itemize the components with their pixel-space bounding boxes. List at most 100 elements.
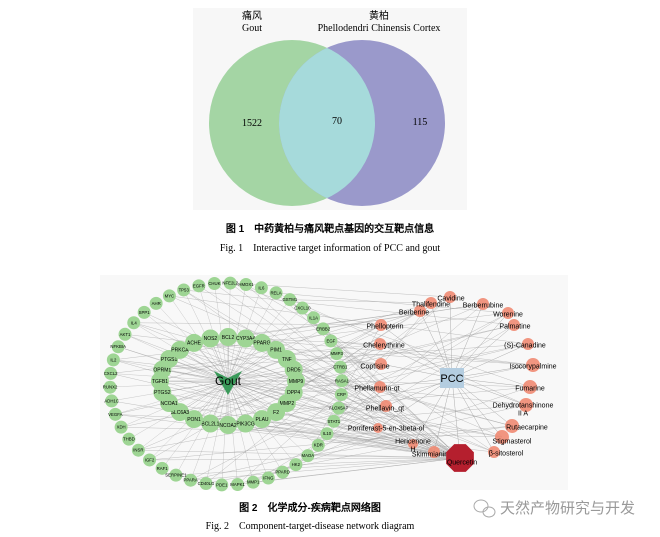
target-node[interactable] [301,449,315,463]
compound-node[interactable] [374,381,386,393]
edge [293,369,461,459]
target-node[interactable] [324,334,338,348]
target-node[interactable] [122,432,136,446]
compound-node[interactable] [502,307,514,319]
target-node[interactable] [219,328,237,346]
target-node[interactable] [335,374,349,388]
target-node[interactable] [162,289,176,303]
target-node[interactable] [332,401,346,415]
target-node[interactable] [295,301,309,315]
fig2-caption-en: Fig. 2 Component-target-disease network … [206,521,415,532]
target-node[interactable] [223,276,237,290]
target-node[interactable] [111,340,125,354]
target-node[interactable] [106,353,120,367]
target-node[interactable] [276,465,290,479]
target-node[interactable] [219,416,237,434]
compound-node[interactable] [428,446,440,458]
venn-overlap-count: 70 [332,116,342,127]
target-node[interactable] [327,414,341,428]
compound-node[interactable] [495,430,509,444]
compound-node[interactable] [505,419,519,433]
target-node-label: BCL2L1 [201,421,219,427]
compound-node[interactable] [380,400,392,412]
target-node[interactable] [108,407,122,421]
target-node[interactable] [316,322,330,336]
compound-node[interactable] [519,398,533,412]
target-node-label: IL6 [258,285,265,290]
compound-node[interactable] [414,305,426,317]
target-node[interactable] [201,329,220,348]
target-node[interactable] [137,305,151,319]
target-node[interactable] [199,476,213,490]
target-node[interactable] [104,366,118,380]
target-node-label: ADH1C [104,398,119,403]
target-node[interactable] [307,311,321,325]
compound-node[interactable] [526,358,540,372]
edge [253,457,461,483]
target-node[interactable] [253,333,271,352]
target-node[interactable] [143,453,157,467]
pcc-node[interactable] [440,368,464,388]
target-node[interactable] [201,414,220,433]
compound-node[interactable] [488,446,500,458]
compound-node[interactable] [375,358,387,370]
target-node[interactable] [103,380,117,394]
compound-node[interactable] [523,380,537,394]
target-node[interactable] [261,471,275,485]
venn-overlap [279,40,375,206]
target-node[interactable] [155,461,169,475]
target-node[interactable] [330,347,344,361]
target-node[interactable] [177,283,191,297]
compound-node[interactable] [444,291,456,303]
target-node[interactable] [149,296,163,310]
target-node[interactable] [254,281,268,295]
target-node[interactable] [239,278,253,292]
compound-node[interactable] [446,444,474,472]
target-node[interactable] [334,388,348,402]
target-node[interactable] [253,410,271,429]
target-node[interactable] [105,394,119,408]
compound-node[interactable] [522,338,534,350]
target-node[interactable] [170,340,189,359]
target-node[interactable] [289,458,303,472]
compound-node[interactable] [425,297,437,309]
target-node[interactable] [185,333,203,352]
target-node[interactable] [311,438,325,452]
target-node-label: TNF [282,357,292,363]
compound-node[interactable] [373,423,383,433]
compound-node[interactable] [477,298,489,310]
target-node[interactable] [236,329,255,348]
edge [175,380,229,476]
target-node[interactable] [184,473,198,487]
target-node[interactable] [231,477,245,491]
compound-node[interactable] [374,338,386,350]
compound-node[interactable] [408,439,418,449]
target-node[interactable] [320,427,334,441]
edge [159,302,432,382]
compound-node[interactable] [375,319,387,331]
target-node[interactable] [207,277,221,291]
compound-node[interactable] [508,319,520,331]
target-node[interactable] [131,443,145,457]
target-node-label: CXCL10 [294,306,311,311]
target-node[interactable] [267,403,286,422]
gout-node[interactable] [214,371,242,395]
target-node[interactable] [246,475,260,489]
target-node-label: NCOA2 [219,423,236,429]
target-node[interactable] [127,316,141,330]
target-node[interactable] [333,360,347,374]
target-node[interactable] [114,420,128,434]
target-node-label: NFE2L2 [222,281,238,286]
target-node[interactable] [283,293,297,307]
target-node[interactable] [118,327,132,341]
edge [230,282,531,388]
target-node-label: CRP [337,392,346,397]
target-node[interactable] [192,279,206,293]
target-node-label: SERPINE1 [165,473,187,478]
target-node[interactable] [169,468,183,482]
target-node[interactable] [269,286,283,300]
edge [193,386,531,420]
target-node[interactable] [236,414,255,433]
target-node[interactable] [185,410,203,429]
target-node[interactable] [215,478,229,492]
